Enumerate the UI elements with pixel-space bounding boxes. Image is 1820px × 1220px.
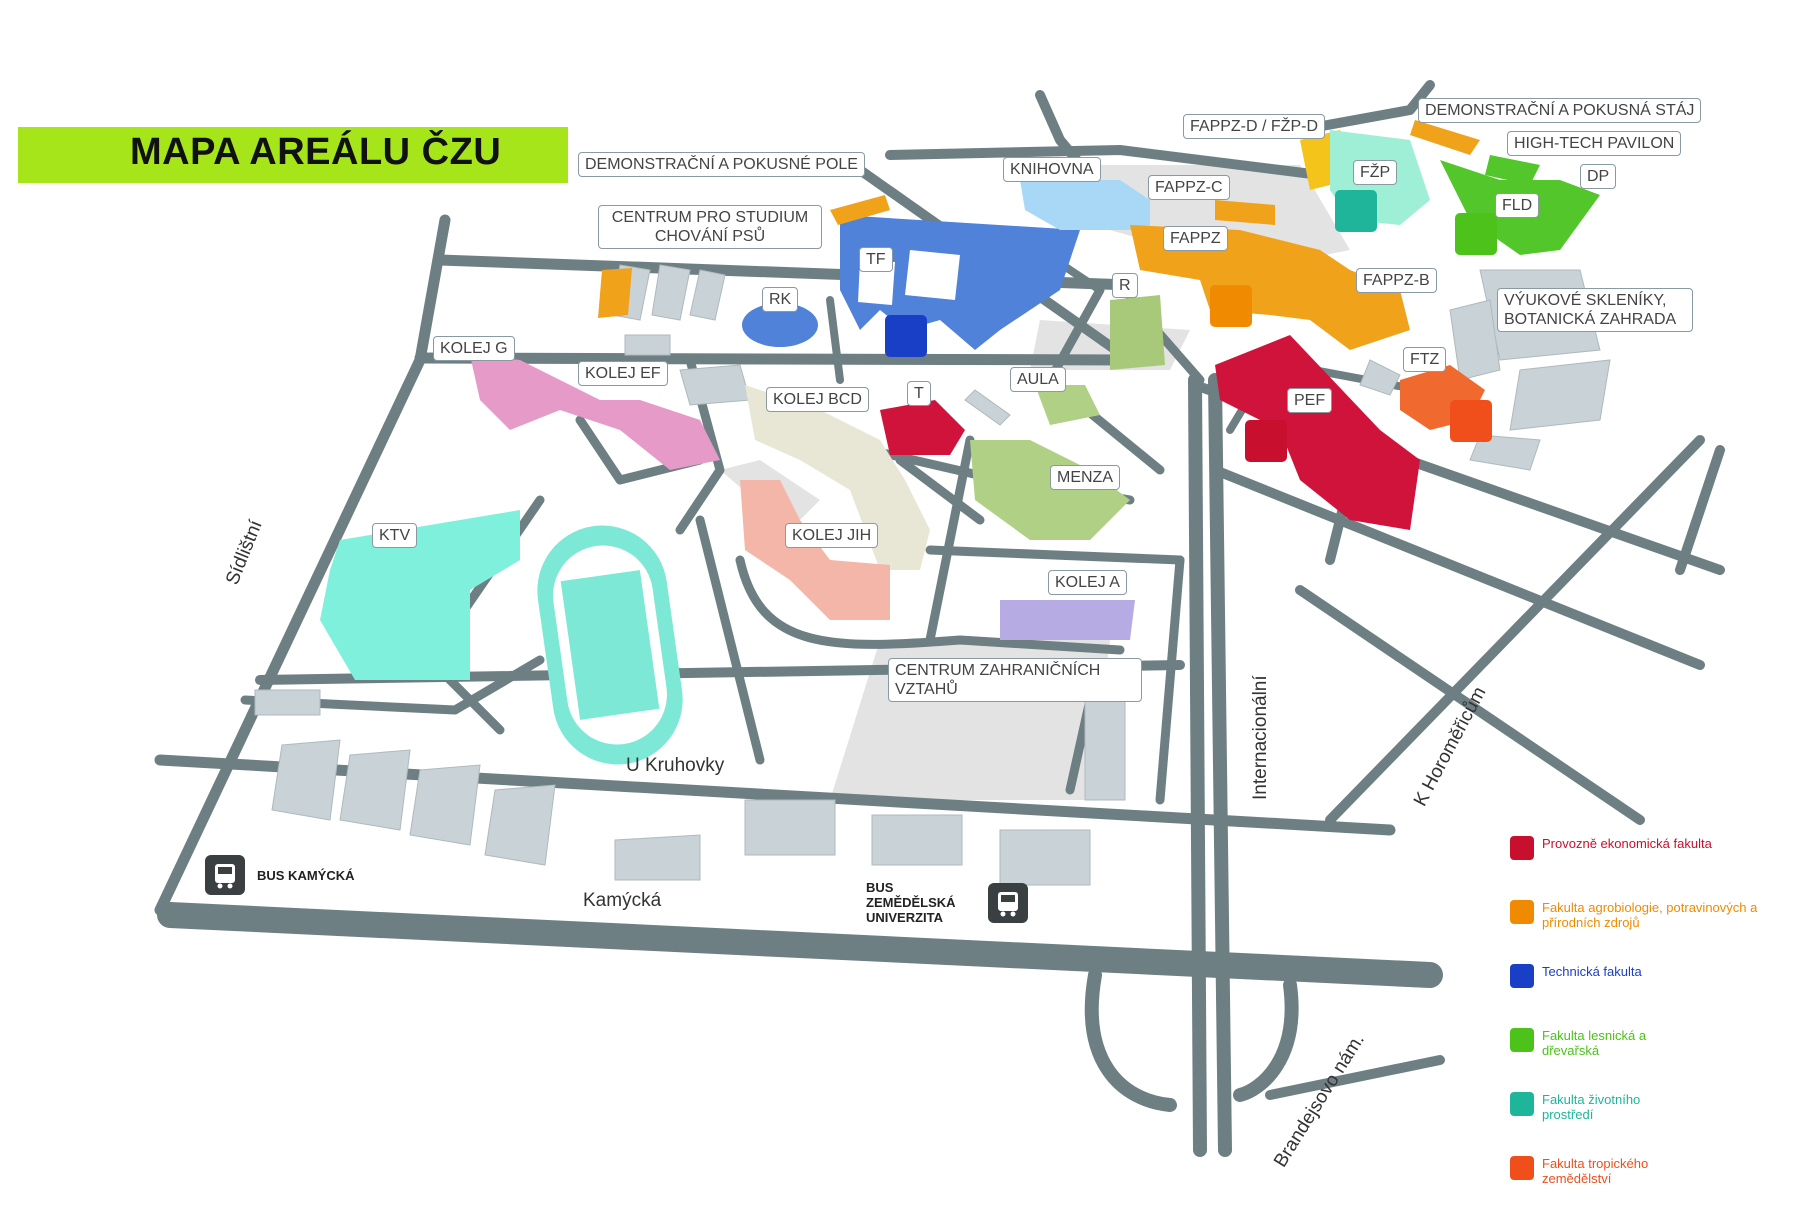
street-u-kruhovky: U Kruhovky bbox=[626, 755, 725, 776]
building-centrum-psu bbox=[598, 268, 632, 318]
label-high-tech[interactable]: HIGH-TECH PAVILON bbox=[1507, 131, 1682, 156]
label-knihovna[interactable]: KNIHOVNA bbox=[1003, 157, 1101, 182]
label-fzp[interactable]: FŽP bbox=[1353, 160, 1398, 185]
label-fld[interactable]: FLD bbox=[1495, 193, 1540, 218]
running-track bbox=[537, 525, 683, 765]
label-demo-staj[interactable]: DEMONSTRAČNÍ A POKUSNÁ STÁJ bbox=[1418, 98, 1702, 123]
tree-icon bbox=[1455, 213, 1497, 255]
bus-stop-zemedelska-label: BUS ZEMĚDĚLSKÁ UNIVERZITA bbox=[866, 880, 956, 925]
label-kolej-jih[interactable]: KOLEJ JIH bbox=[785, 523, 879, 548]
building-kolej-bcd bbox=[745, 385, 930, 570]
label-menza[interactable]: MENZA bbox=[1050, 465, 1120, 490]
building-kolej-jih bbox=[740, 480, 890, 620]
bus-stop-kamycka-label: BUS KAMÝCKÁ bbox=[257, 867, 355, 883]
building-r bbox=[1110, 295, 1165, 370]
label-fappz[interactable]: FAPPZ bbox=[1163, 226, 1228, 251]
label-aula[interactable]: AULA bbox=[1010, 367, 1066, 392]
label-rk[interactable]: RK bbox=[762, 287, 799, 312]
faculty-map-icons bbox=[885, 190, 1497, 462]
legend-label: Fakulta lesnická a dřevařská bbox=[1542, 1028, 1647, 1058]
building-knihovna bbox=[1020, 180, 1150, 230]
legend-item[interactable]: Fakulta agrobiologie, potravinových a př… bbox=[1510, 900, 1810, 964]
building-high-tech bbox=[1485, 155, 1540, 185]
bus-stop-zemedelska[interactable]: BUS ZEMĚDĚLSKÁ UNIVERZITA bbox=[866, 880, 1028, 925]
building-aula bbox=[1035, 385, 1100, 425]
label-dp[interactable]: DP bbox=[1580, 164, 1617, 189]
label-fappz-b[interactable]: FAPPZ-B bbox=[1356, 268, 1437, 293]
legend-item[interactable]: Fakulta tropického zemědělství bbox=[1510, 1156, 1810, 1220]
legend-label: Provozně ekonomická fakulta bbox=[1542, 836, 1712, 851]
label-skleniky[interactable]: VÝUKOVÉ SKLENÍKY, BOTANICKÁ ZAHRADA bbox=[1497, 288, 1693, 332]
building-menza bbox=[970, 440, 1130, 540]
legend-label: Fakulta tropického zemědělství bbox=[1542, 1156, 1649, 1186]
label-kolej-bcd[interactable]: KOLEJ BCD bbox=[766, 387, 869, 412]
building-demo-pole bbox=[830, 195, 890, 225]
faculty-buildings bbox=[320, 120, 1600, 680]
label-fappz-c[interactable]: FAPPZ-C bbox=[1148, 175, 1230, 200]
building-ktv bbox=[320, 510, 520, 680]
bus-icon bbox=[205, 855, 245, 895]
label-demo-pole[interactable]: DEMONSTRAČNÍ A POKUSNÉ POLE bbox=[578, 152, 865, 177]
owl-icon bbox=[1245, 420, 1287, 462]
tree-icon bbox=[1510, 1028, 1534, 1052]
street-internacionalni: Internacionální bbox=[1250, 675, 1271, 800]
building-kolej-g bbox=[470, 355, 720, 470]
title-bar: MAPA AREÁLU ČZU bbox=[18, 127, 568, 183]
bird-icon bbox=[1335, 190, 1377, 232]
atom-icon bbox=[1510, 964, 1534, 988]
label-ktv[interactable]: KTV bbox=[372, 523, 418, 548]
street-kamycka: Kamýcká bbox=[583, 890, 662, 911]
label-kolej-g[interactable]: KOLEJ G bbox=[433, 336, 515, 361]
globe-icon bbox=[1510, 1156, 1534, 1180]
building-kolej-a bbox=[1000, 600, 1135, 640]
globe-icon bbox=[1450, 400, 1492, 442]
bus-stop-kamycka[interactable]: BUS KAMÝCKÁ bbox=[205, 855, 355, 895]
legend-label: Technická fakulta bbox=[1542, 964, 1642, 979]
legend-item[interactable]: Fakulta životního prostředí bbox=[1510, 1092, 1810, 1156]
building-rk bbox=[742, 303, 818, 347]
bus-icon bbox=[988, 882, 1028, 923]
label-pef[interactable]: PEF bbox=[1287, 388, 1333, 413]
page-title: MAPA AREÁLU ČZU bbox=[130, 131, 502, 173]
legend-item[interactable]: Fakulta lesnická a dřevařská bbox=[1510, 1028, 1810, 1092]
label-ftz[interactable]: FTZ bbox=[1403, 347, 1447, 372]
owl-icon bbox=[1510, 836, 1534, 860]
label-t[interactable]: T bbox=[907, 381, 931, 406]
atom-icon bbox=[885, 315, 927, 357]
label-r[interactable]: R bbox=[1112, 273, 1138, 298]
bird-icon bbox=[1510, 1092, 1534, 1116]
label-kolej-ef[interactable]: KOLEJ EF bbox=[578, 361, 668, 386]
wheat-icon bbox=[1510, 900, 1534, 924]
building-pef bbox=[1215, 335, 1420, 530]
building-fappz bbox=[1130, 225, 1410, 350]
label-centrum-zahranicnich[interactable]: CENTRUM ZAHRANIČNÍCH VZTAHŮ bbox=[888, 658, 1142, 702]
building-fappz-c bbox=[1215, 200, 1275, 225]
legend-label: Fakulta životního prostředí bbox=[1542, 1092, 1641, 1122]
legend-item[interactable]: Technická fakulta bbox=[1510, 964, 1810, 1028]
building-demo-staj bbox=[1410, 120, 1480, 155]
label-fappz-d[interactable]: FAPPZ-D / FŽP-D bbox=[1183, 114, 1325, 139]
label-centrum-psu[interactable]: CENTRUM PRO STUDIUM CHOVÁNÍ PSŮ bbox=[598, 205, 822, 249]
faculty-legend: Provozně ekonomická fakulta Fakulta agro… bbox=[1510, 836, 1810, 1220]
label-tf[interactable]: TF bbox=[859, 247, 893, 272]
wheat-icon bbox=[1210, 285, 1252, 327]
legend-item[interactable]: Provozně ekonomická fakulta bbox=[1510, 836, 1810, 900]
building-t bbox=[880, 400, 965, 455]
label-kolej-a[interactable]: KOLEJ A bbox=[1048, 570, 1127, 595]
legend-label: Fakulta agrobiologie, potravinových a př… bbox=[1542, 900, 1758, 930]
